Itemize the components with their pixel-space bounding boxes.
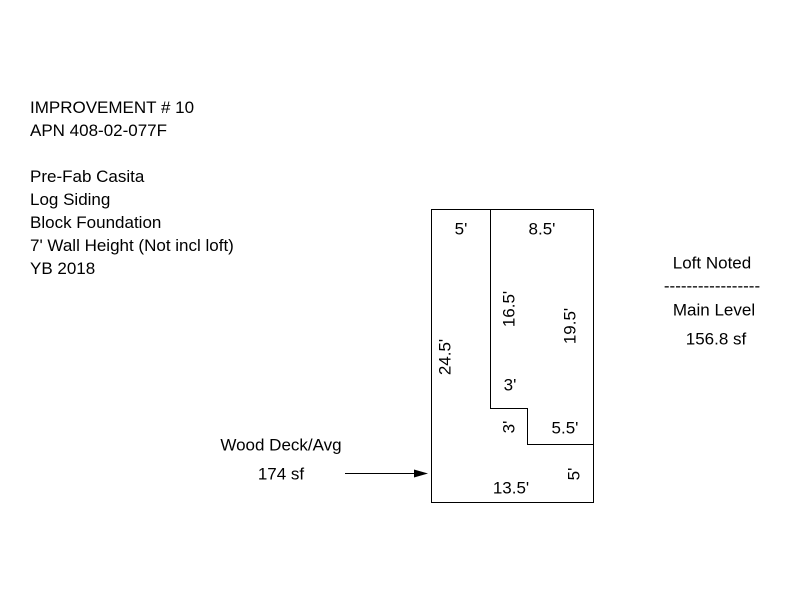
dim-deck-top: 5' [455, 219, 468, 238]
dim-bottom-right: 5' [564, 468, 583, 481]
improvement-number: IMPROVEMENT # 10 [30, 98, 195, 117]
detail-year-built: YB 2018 [30, 259, 96, 278]
detail-structure-type: Pre-Fab Casita [30, 167, 145, 186]
deck-label-name: Wood Deck/Avg [220, 435, 341, 454]
main-level-boundary [490, 209, 594, 445]
deck-arrow-icon [345, 469, 428, 478]
dim-bottom: 13.5' [493, 478, 529, 497]
dim-inner-step-top: 3' [504, 375, 517, 394]
dim-step-horizontal: 5.5' [552, 418, 579, 437]
legend-loft: Loft Noted [673, 253, 751, 272]
legend-divider: ----------------- [664, 276, 760, 295]
header-notes: IMPROVEMENT # 10 APN 408-02-077F Pre-Fab… [30, 96, 234, 280]
outer-boundary [431, 209, 594, 503]
deck-label-area: 174 sf [258, 464, 305, 483]
dim-deck-left: 24.5' [435, 339, 454, 375]
legend-level: Main Level [673, 300, 755, 319]
legend-area: 156.8 sf [686, 329, 747, 348]
detail-siding: Log Siding [30, 190, 111, 209]
dim-main-top: 8.5' [529, 219, 556, 238]
apn-number: APN 408-02-077F [30, 121, 168, 140]
dim-main-right: 19.5' [560, 308, 579, 344]
detail-foundation: Block Foundation [30, 213, 162, 232]
detail-wall-height: 7' Wall Height (Not incl loft) [30, 236, 234, 255]
dim-inner-step-side: 3' [499, 421, 518, 434]
dim-inner-vertical: 16.5' [499, 291, 518, 327]
